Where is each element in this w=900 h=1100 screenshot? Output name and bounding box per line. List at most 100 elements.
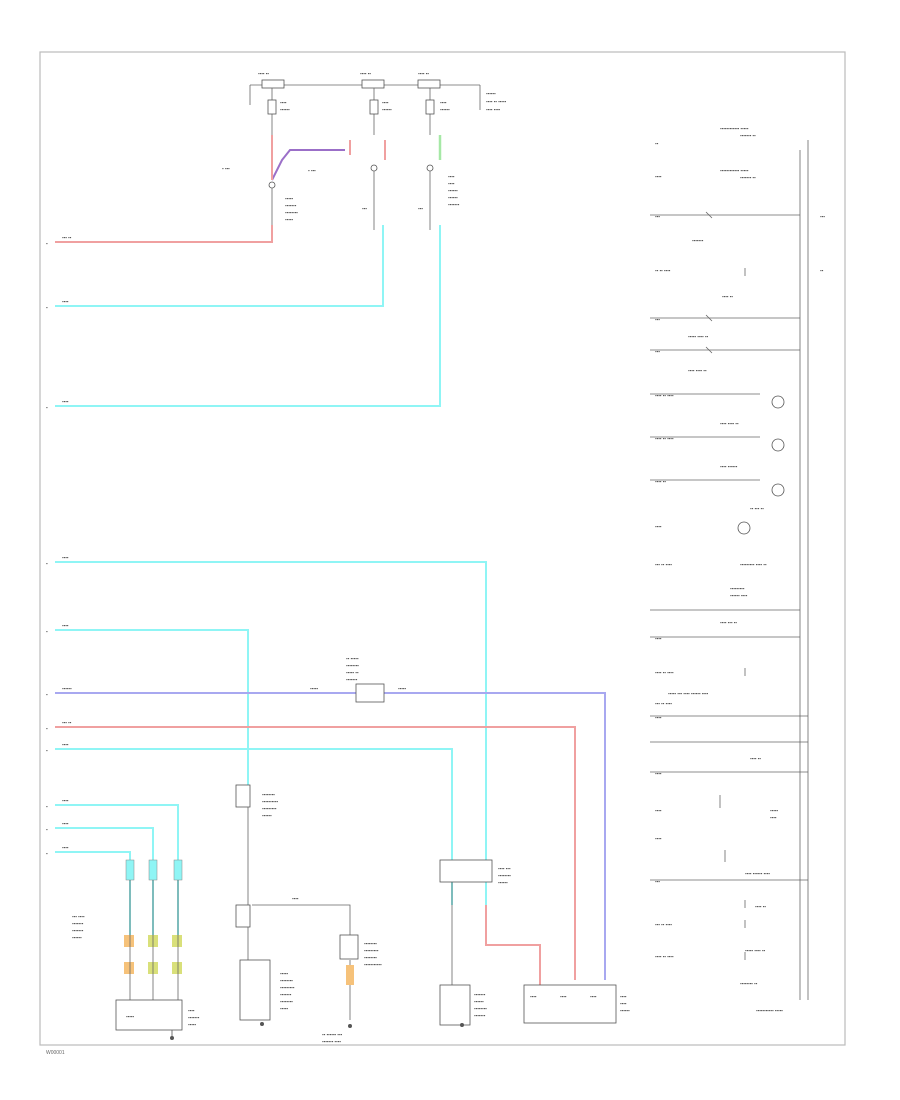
svg-text:▪: ▪ <box>46 561 48 566</box>
svg-text:▪▪▪▪ ▪▪ ▪▪▪▪▪: ▪▪▪▪ ▪▪ ▪▪▪▪▪ <box>486 99 506 104</box>
svg-text:▪▪▪▪ ▪▪: ▪▪▪▪ ▪▪ <box>750 756 761 761</box>
svg-text:▪▪▪▪▪▪▪ ▪▪▪▪: ▪▪▪▪▪▪▪ ▪▪▪▪ <box>322 1039 341 1044</box>
svg-text:▪▪▪▪▪▪▪▪: ▪▪▪▪▪▪▪▪ <box>262 792 275 797</box>
svg-text:▪▪▪▪▪▪ ▪▪▪▪: ▪▪▪▪▪▪ ▪▪▪▪ <box>730 593 748 598</box>
svg-text:▪▪▪▪ ▪▪: ▪▪▪▪ ▪▪ <box>755 904 766 909</box>
svg-text:▪▪: ▪▪ <box>655 141 659 146</box>
combination-meter: ▪▪▪▪▪▪▪▪▪▪▪▪ ▪▪▪▪▪ ▪▪▪▪▪▪▪ ▪▪ ▪▪▪▪▪▪▪▪▪▪… <box>650 126 825 1013</box>
svg-text:▪▪▪▪▪: ▪▪▪▪▪ <box>285 196 293 201</box>
svg-text:▪▪▪▪ ▪▪ ▪▪▪▪: ▪▪▪▪ ▪▪ ▪▪▪▪ <box>655 954 674 959</box>
svg-text:▪▪▪▪▪▪: ▪▪▪▪▪▪ <box>262 813 272 818</box>
svg-text:▪▪▪▪: ▪▪▪▪ <box>448 181 455 186</box>
svg-text:▪▪▪▪▪▪▪ ▪▪: ▪▪▪▪▪▪▪ ▪▪ <box>740 133 756 138</box>
svg-text:▪▪▪▪▪▪▪: ▪▪▪▪▪▪▪ <box>72 921 84 926</box>
svg-text:▪▪▪▪▪: ▪▪▪▪▪ <box>280 1006 288 1011</box>
svg-text:▪▪▪▪▪▪: ▪▪▪▪▪▪ <box>62 686 72 691</box>
svg-text:▪▪▪▪: ▪▪▪▪ <box>62 555 69 560</box>
svg-text:▪▪▪▪ ▪▪ ▪▪▪▪: ▪▪▪▪ ▪▪ ▪▪▪▪ <box>655 436 674 441</box>
svg-text:▪▪▪▪▪▪: ▪▪▪▪▪▪ <box>620 1008 630 1013</box>
svg-text:▪▪▪▪▪▪▪: ▪▪▪▪▪▪▪ <box>474 992 486 997</box>
svg-text:▪▪▪▪▪ ▪▪: ▪▪▪▪▪ ▪▪ <box>346 670 359 675</box>
svg-text:▪▪▪: ▪▪▪ <box>820 214 825 219</box>
svg-text:▪▪▪: ▪▪▪ <box>362 206 367 211</box>
svg-text:▪▪▪▪▪▪: ▪▪▪▪▪▪ <box>382 107 392 112</box>
svg-text:▪▪▪▪ ▪▪▪▪▪▪: ▪▪▪▪ ▪▪▪▪▪▪ <box>720 464 738 469</box>
svg-text:▪: ▪ <box>46 748 48 753</box>
svg-text:▪▪▪▪▪▪▪▪: ▪▪▪▪▪▪▪▪ <box>285 210 298 215</box>
svg-text:▪▪▪▪ ▪▪▪▪ ▪▪: ▪▪▪▪ ▪▪▪▪ ▪▪ <box>720 421 739 426</box>
svg-text:▪▪▪▪▪▪: ▪▪▪▪▪▪ <box>486 91 496 96</box>
svg-text:▪▪▪: ▪▪▪ <box>655 317 660 322</box>
ground-icon <box>260 1022 264 1026</box>
lower-right-module: ▪▪▪▪ ▪▪▪ ▪▪▪▪▪▪▪▪ ▪▪▪▪▪▪ ▪▪▪▪ ▪▪▪▪ ▪▪▪▪ … <box>439 859 630 1027</box>
svg-text:▪▪▪: ▪▪▪ <box>655 214 660 219</box>
svg-text:▪: ▪ <box>46 241 48 246</box>
svg-text:▪▪▪▪ ▪▪: ▪▪▪▪ ▪▪ <box>722 294 733 299</box>
svg-text:▪: ▪ <box>46 726 48 731</box>
svg-text:▪▪▪▪ ▪▪▪: ▪▪▪▪ ▪▪▪ <box>498 866 511 871</box>
top-relay-switches: ▪ ▪▪▪ ▪ ▪▪▪ ▪▪▪▪▪ ▪▪▪▪▪▪▪ ▪▪▪▪▪▪▪▪ ▪▪▪▪▪… <box>222 164 460 230</box>
svg-text:▪▪▪▪▪▪▪▪: ▪▪▪▪▪▪▪▪ <box>280 978 293 983</box>
ground-icon <box>460 1023 464 1027</box>
center-sensor: ▪▪▪▪▪▪▪▪ ▪▪▪▪▪▪▪▪▪▪ ▪▪▪▪▪▪▪▪▪ ▪▪▪▪▪▪ ▪▪▪… <box>235 784 382 1044</box>
svg-text:▪▪▪▪ ▪▪: ▪▪▪▪ ▪▪ <box>655 479 666 484</box>
svg-text:▪▪▪▪: ▪▪▪▪ <box>62 821 69 826</box>
svg-text:▪▪▪▪: ▪▪▪▪ <box>620 994 627 999</box>
wire-cyan-3 <box>55 225 441 407</box>
svg-text:▪▪▪▪▪ ▪▪▪ ▪▪▪▪ ▪▪▪▪▪▪ ▪▪▪▪: ▪▪▪▪▪ ▪▪▪ ▪▪▪▪ ▪▪▪▪▪▪ ▪▪▪▪ <box>668 691 709 696</box>
svg-text:▪▪▪▪: ▪▪▪▪ <box>655 524 662 529</box>
svg-text:▪▪▪▪▪ ▪▪▪▪ ▪▪: ▪▪▪▪▪ ▪▪▪▪ ▪▪ <box>745 948 765 953</box>
svg-text:▪▪▪▪▪▪▪▪▪: ▪▪▪▪▪▪▪▪▪ <box>730 586 745 591</box>
svg-text:▪▪▪▪▪▪▪: ▪▪▪▪▪▪▪ <box>692 238 704 243</box>
svg-text:▪▪▪▪▪▪▪: ▪▪▪▪▪▪▪ <box>346 677 358 682</box>
svg-text:▪▪▪▪: ▪▪▪▪ <box>590 994 597 999</box>
svg-text:▪▪▪▪: ▪▪▪▪ <box>560 994 567 999</box>
svg-text:▪: ▪ <box>46 629 48 634</box>
svg-text:▪▪▪▪: ▪▪▪▪ <box>530 994 537 999</box>
svg-text:▪▪▪ ▪▪: ▪▪▪ ▪▪ <box>62 235 72 240</box>
svg-text:▪▪▪▪▪▪: ▪▪▪▪▪▪ <box>448 188 458 193</box>
svg-text:▪▪▪▪▪▪▪▪: ▪▪▪▪▪▪▪▪ <box>364 941 377 946</box>
svg-text:▪ ▪▪▪: ▪ ▪▪▪ <box>308 168 316 173</box>
svg-text:▪▪▪▪▪▪▪▪: ▪▪▪▪▪▪▪▪ <box>498 873 511 878</box>
wire-red-7 <box>55 726 576 980</box>
svg-text:▪▪▪▪ ▪▪▪▪ ▪▪: ▪▪▪▪ ▪▪▪▪ ▪▪ <box>688 368 707 373</box>
wire-blue-6 <box>55 692 606 980</box>
svg-text:▪▪▪▪▪▪: ▪▪▪▪▪▪ <box>498 880 508 885</box>
wire-cyan-2 <box>55 225 384 307</box>
diagram-frame <box>39 51 846 1046</box>
svg-text:▪▪▪▪▪▪▪▪▪: ▪▪▪▪▪▪▪▪▪ <box>280 985 295 990</box>
svg-text:▪▪▪▪: ▪▪▪▪ <box>620 1001 627 1006</box>
svg-text:▪▪ ▪▪▪▪▪: ▪▪ ▪▪▪▪▪ <box>346 656 359 661</box>
svg-text:▪▪▪▪▪▪▪▪: ▪▪▪▪▪▪▪▪ <box>280 999 293 1004</box>
svg-text:▪▪▪▪: ▪▪▪▪ <box>655 715 662 720</box>
svg-text:▪▪ ▪▪ ▪▪▪▪: ▪▪ ▪▪ ▪▪▪▪ <box>655 268 671 273</box>
svg-text:▪▪▪▪▪▪▪: ▪▪▪▪▪▪▪ <box>474 1013 486 1018</box>
wire-cyan-10 <box>55 827 154 935</box>
svg-text:▪▪ ▪▪▪ ▪▪: ▪▪ ▪▪▪ ▪▪ <box>750 506 764 511</box>
svg-text:▪▪▪▪: ▪▪▪▪ <box>280 100 287 105</box>
svg-text:▪▪▪▪ ▪▪ ▪▪▪▪: ▪▪▪▪ ▪▪ ▪▪▪▪ <box>655 393 674 398</box>
svg-text:▪▪▪▪: ▪▪▪▪ <box>62 845 69 850</box>
svg-text:▪▪▪▪▪: ▪▪▪▪▪ <box>188 1022 196 1027</box>
svg-text:▪▪▪▪▪▪▪▪▪▪▪▪ ▪▪▪▪▪: ▪▪▪▪▪▪▪▪▪▪▪▪ ▪▪▪▪▪ <box>720 168 749 173</box>
diagram-id: W00001 <box>46 1050 65 1056</box>
svg-text:▪▪▪▪ ▪▪: ▪▪▪▪ ▪▪ <box>418 71 429 76</box>
svg-text:▪▪▪▪: ▪▪▪▪ <box>62 623 69 628</box>
svg-text:▪ ▪▪▪: ▪ ▪▪▪ <box>222 166 230 171</box>
wire-cyan-8 <box>55 748 453 905</box>
svg-text:▪▪▪▪▪▪: ▪▪▪▪▪▪ <box>280 107 290 112</box>
svg-text:▪▪▪▪▪: ▪▪▪▪▪ <box>310 686 318 691</box>
svg-text:▪▪▪▪: ▪▪▪▪ <box>655 174 662 179</box>
svg-text:▪: ▪ <box>46 851 48 856</box>
svg-text:▪▪▪▪▪▪▪▪▪: ▪▪▪▪▪▪▪▪▪ <box>364 948 379 953</box>
svg-text:▪▪▪▪▪▪▪▪▪▪: ▪▪▪▪▪▪▪▪▪▪ <box>262 799 278 804</box>
svg-text:▪▪▪ ▪▪: ▪▪▪ ▪▪ <box>62 720 72 725</box>
svg-text:▪▪▪▪ ▪▪▪ ▪▪: ▪▪▪▪ ▪▪▪ ▪▪ <box>720 620 737 625</box>
svg-text:▪▪▪▪: ▪▪▪▪ <box>62 299 69 304</box>
svg-text:▪▪▪: ▪▪▪ <box>655 879 660 884</box>
indicator-lamp-icon <box>737 395 785 535</box>
svg-text:▪: ▪ <box>46 827 48 832</box>
svg-text:▪▪▪▪: ▪▪▪▪ <box>62 742 69 747</box>
svg-text:▪▪▪▪▪▪▪▪▪▪▪ ▪▪▪▪▪: ▪▪▪▪▪▪▪▪▪▪▪ ▪▪▪▪▪ <box>756 1008 783 1013</box>
